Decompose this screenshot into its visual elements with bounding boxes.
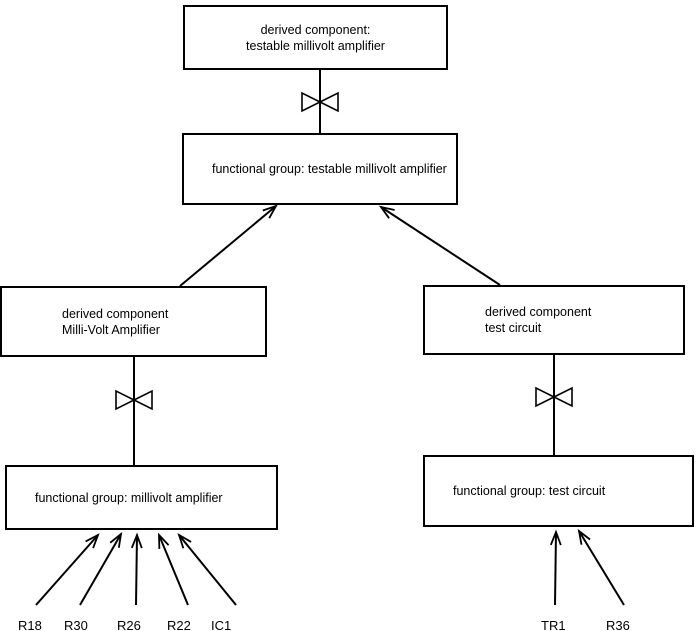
arrow-mv-to-testable-head-icon <box>262 204 278 219</box>
leaf-label-r22: R22 <box>167 618 191 631</box>
leaf-arrow-R22-shaft <box>158 534 189 606</box>
leaf-label-r30: R30 <box>64 618 88 631</box>
bowtie-top-right-triangle-icon <box>318 91 339 113</box>
leaf-arrow-IC1-head-icon <box>177 533 192 549</box>
bowtie-top-left-triangle-icon <box>301 91 322 113</box>
arrow-tc-to-testable-head-icon <box>378 205 395 219</box>
node-label: derived component:testable millivolt amp… <box>246 22 385 53</box>
leaf-arrow-R26-shaft <box>135 534 138 606</box>
leaf-arrow-TR1-shaft <box>554 531 557 606</box>
node-functional-group-test-circuit[interactable]: functional group: test circuit <box>423 455 694 527</box>
leaf-arrow-R18-shaft <box>35 534 99 606</box>
leaf-arrow-IC1-shaft <box>178 534 237 606</box>
leaf-label-r36: R36 <box>606 618 630 631</box>
leaf-arrow-TR1-head-icon <box>549 529 562 546</box>
leaf-arrow-R36-head-icon <box>577 528 591 545</box>
leaf-label-r18: R18 <box>18 618 42 631</box>
connector-lines <box>35 70 625 606</box>
node-functional-group-testable-millivolt-amplifier[interactable]: functional group: testable millivolt amp… <box>182 133 458 205</box>
bowtie-right-left-triangle-icon <box>535 386 556 408</box>
node-label: functional group: test circuit <box>453 484 606 498</box>
leaf-label-ic1: IC1 <box>211 618 232 631</box>
bowtie-left-left-triangle-icon <box>115 389 136 411</box>
arrow-mv-to-testable-shaft <box>179 205 277 287</box>
arrow-tc-to-testable-shaft <box>380 206 501 286</box>
bowtie-right-right-triangle-icon <box>552 386 573 408</box>
bowtie-left-right-triangle-icon <box>132 389 153 411</box>
leaf-arrow-R36-shaft <box>578 530 625 606</box>
node-label: functional group: millivolt amplifier <box>35 490 223 505</box>
leaf-arrow-R18-head-icon <box>85 533 100 549</box>
leaf-arrow-R22-head-icon <box>158 532 170 549</box>
leaf-arrow-R30-head-icon <box>109 531 123 548</box>
leaf-label-tr1: TR1 <box>541 618 566 631</box>
leaf-label-r26: R26 <box>117 618 141 631</box>
leaf-arrow-R30-shaft <box>79 533 122 606</box>
node-functional-group-millivolt-amplifier[interactable]: functional group: millivolt amplifier <box>5 465 278 530</box>
node-label: functional group: testable millivolt amp… <box>212 162 447 176</box>
node-derived-testable-millivolt-amplifier[interactable]: derived component:testable millivolt amp… <box>183 5 448 70</box>
leaf-arrow-R26-head-icon <box>130 532 143 549</box>
